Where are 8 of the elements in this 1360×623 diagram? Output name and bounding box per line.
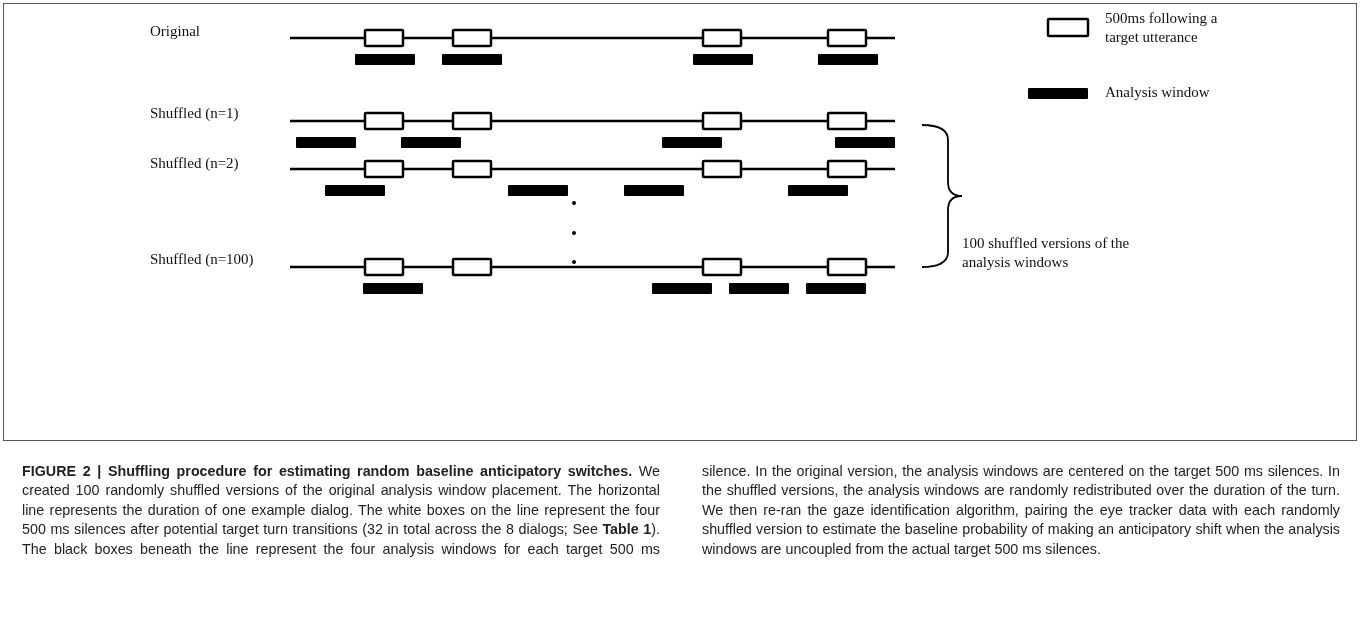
row-label: Shuffled (n=1) [150, 104, 240, 123]
legend-text: Analysis window [1105, 83, 1211, 102]
brace-label: 100 shuffled versions of the analysis windows [962, 234, 1131, 272]
legend-text: 500ms following a target utterance [1105, 9, 1219, 47]
row-label: Shuffled (n=2) [150, 154, 240, 173]
figure-caption: FIGURE 2 | Shuffling procedure for estimating random baseline anticipatory switches. We created 100 randomly shuffled versions of the original analysis window placement. The horizontal line represents the duration of one example dialog. The white boxes on the line represent the four 500 ms silences after potential target turn transitions (32 in total across the 8 dialogs; See Table 1). The black boxes beneath the line represent the four analysis windows for each target 500 ms silence. In the original version, the analysis windows are centered on the target 500 ms silences. In the shuffled versions, the analysis windows are randomly redistributed over the duration of the turn. We then re-ran the gaze identification algorithm, pairing the eye tracker data with each randomly shuffled version to estimate the baseline probability of making an anticipatory shift when the analysis windows are uncoupled from the actual target 500 ms silences. [22, 462, 1340, 559]
row-label: Original [150, 22, 201, 41]
row-label: Shuffled (n=100) [150, 250, 255, 269]
